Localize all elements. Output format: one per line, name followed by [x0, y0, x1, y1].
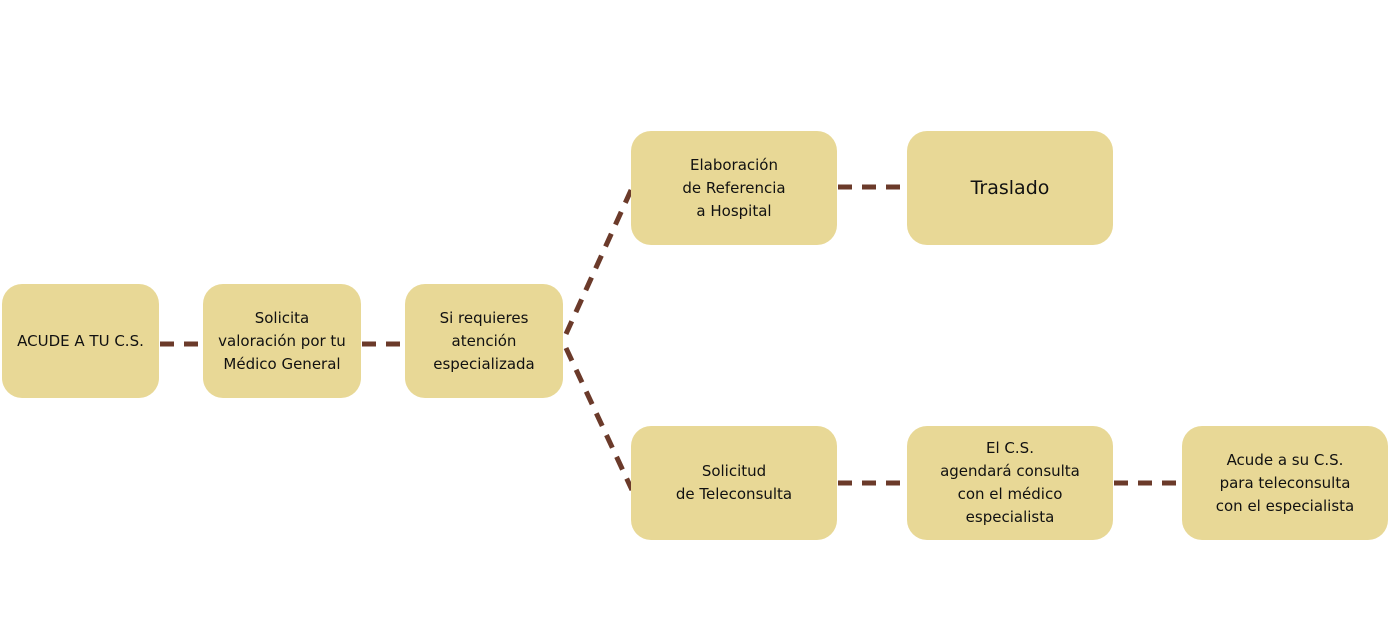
node-traslado: Traslado [907, 131, 1113, 245]
node-solicita-valoracion: Solicita valoración por tu Médico Genera… [203, 284, 361, 398]
connector-requieres-referencia [563, 186, 635, 336]
node-solicitud-teleconsulta: Solicitud de Teleconsulta [631, 426, 837, 540]
node-atencion-especializada: Si requieres atención especializada [405, 284, 563, 398]
node-acude-cs: ACUDE A TU C.S. [2, 284, 159, 398]
node-agendara-consulta: El C.S. agendará consulta con el médico … [907, 426, 1113, 540]
node-referencia-hospital: Elaboración de Referencia a Hospital [631, 131, 837, 245]
connector-requieres-teleconsulta [563, 346, 635, 492]
node-acude-teleconsulta: Acude a su C.S. para teleconsulta con el… [1182, 426, 1388, 540]
